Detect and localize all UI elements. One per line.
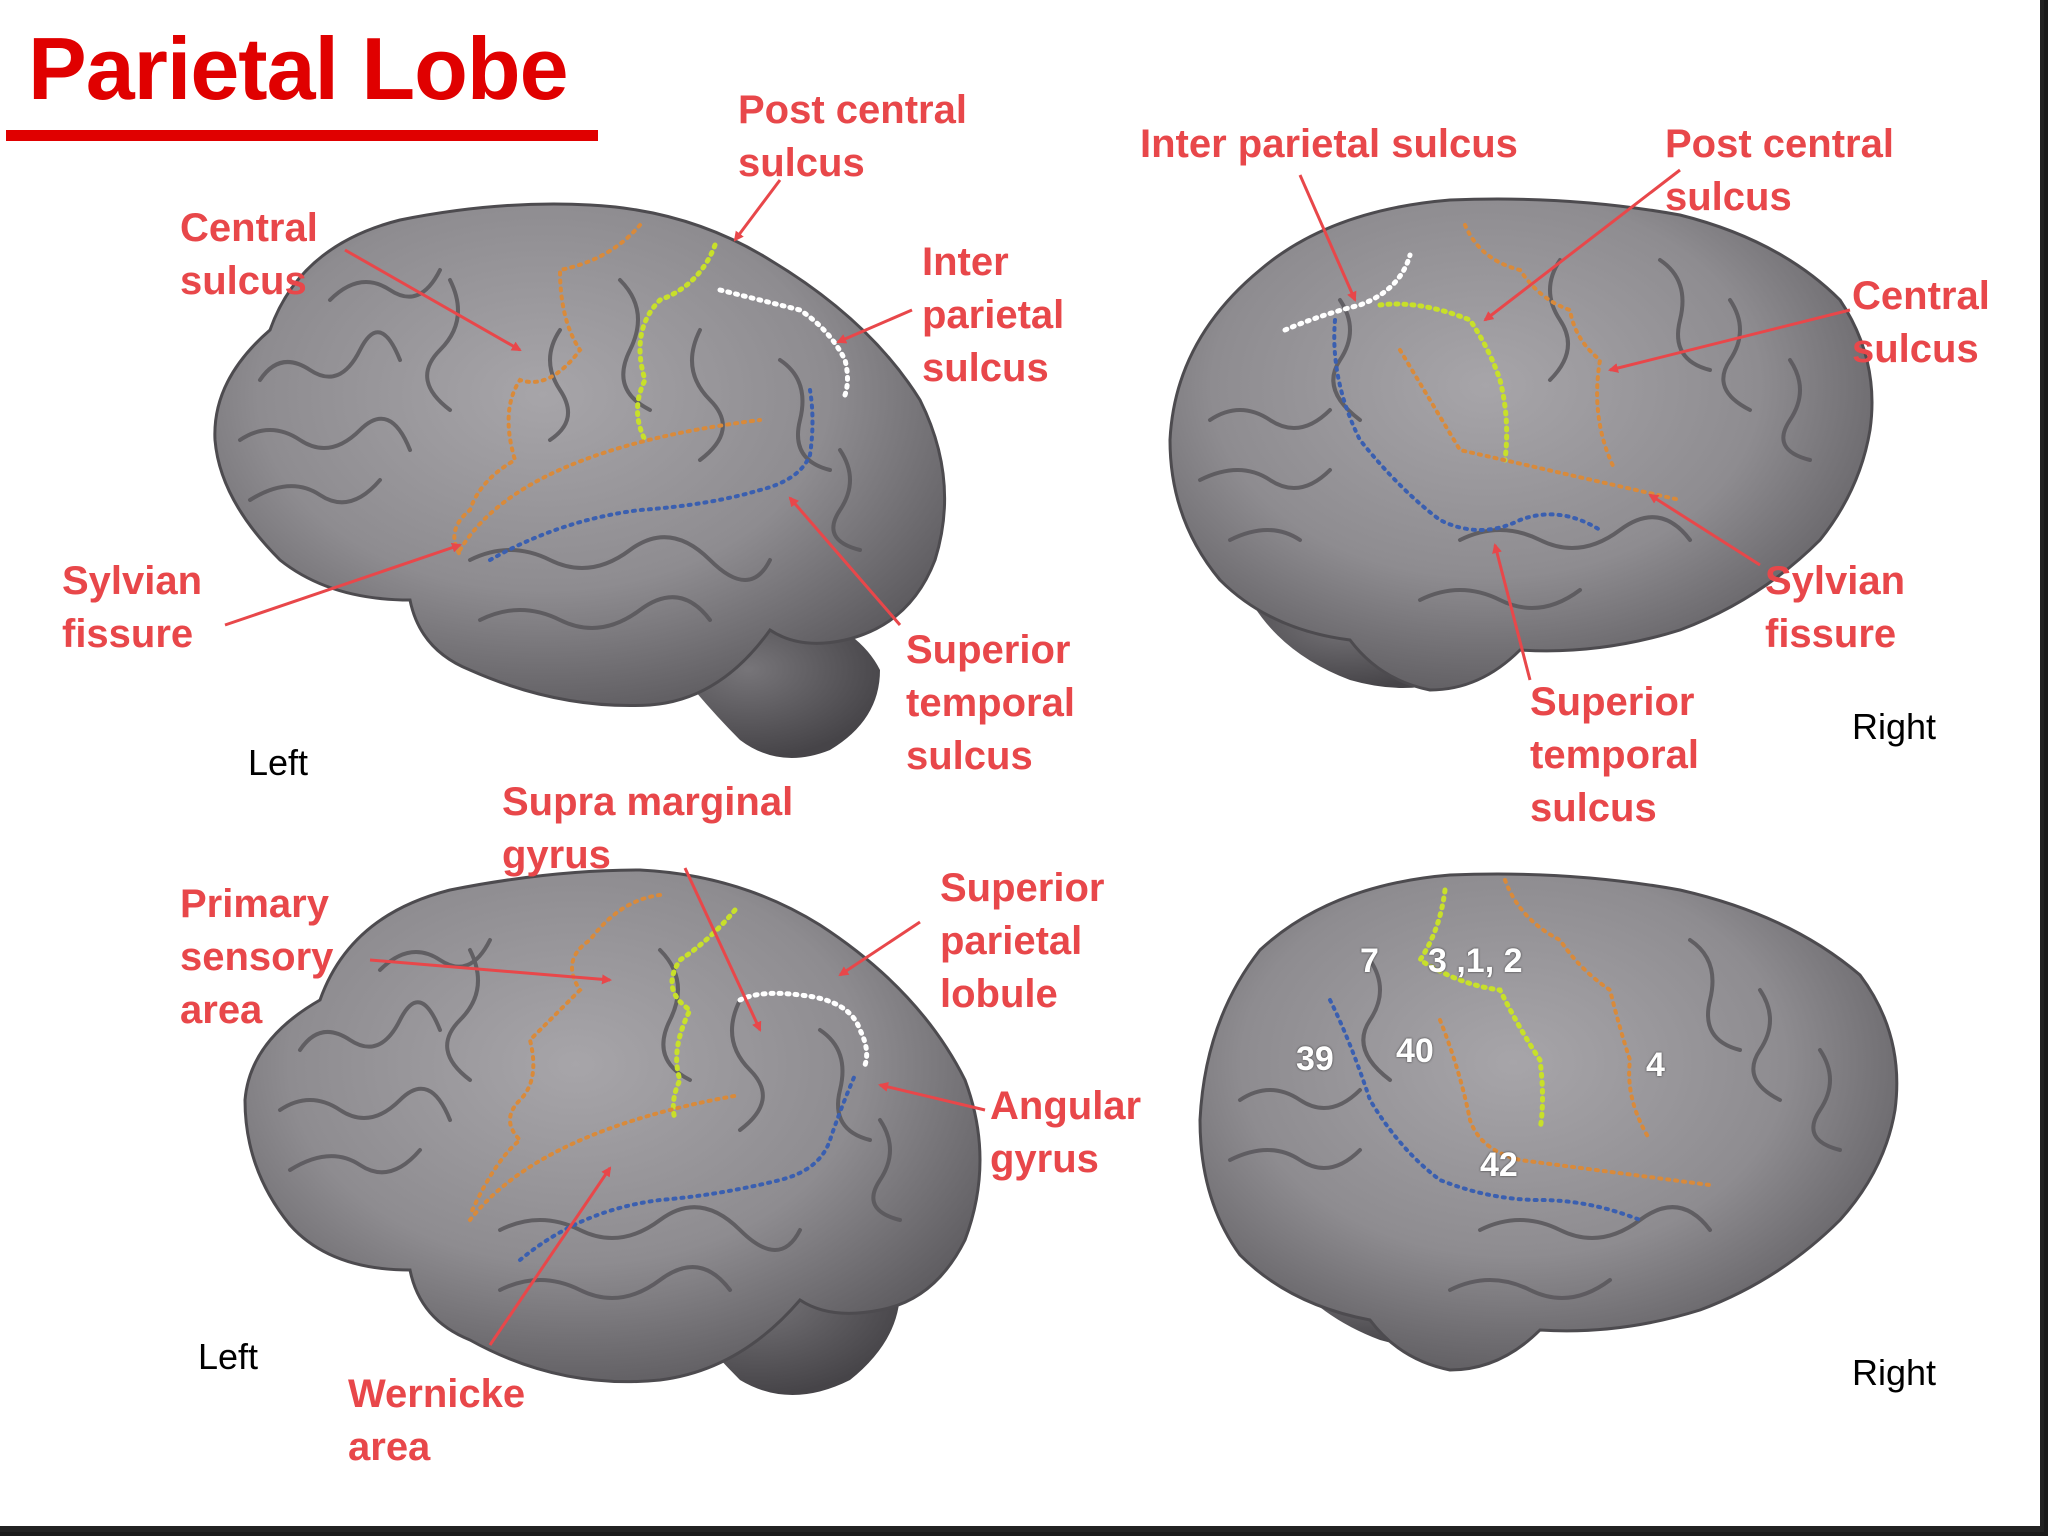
label-post-central-sulcus-tr: Post central sulcus xyxy=(1665,122,1894,219)
brodmann-3-1-2: 3 ,1, 2 xyxy=(1428,942,1523,980)
brain-bottom-right xyxy=(1198,872,1899,1372)
title-underline xyxy=(6,130,598,141)
brodmann-42: 42 xyxy=(1480,1146,1518,1184)
page-title: Parietal Lobe xyxy=(28,19,569,118)
label-sylvian-fissure-tr: Sylvian fissure xyxy=(1765,559,1906,656)
label-post-central-sulcus-tl: Post central sulcus xyxy=(738,88,967,185)
side-label-br: Right xyxy=(1852,1352,1937,1393)
brain-top-left xyxy=(213,179,947,758)
label-superior-temporal-sulcus-tl: Superior temporal sulcus xyxy=(906,628,1075,778)
label-superior-temporal-sulcus-tr: Superior temporal sulcus xyxy=(1530,680,1699,830)
label-superior-parietal-lobule: Superior parietal lobule xyxy=(940,866,1105,1016)
label-angular-gyrus: Angular gyrus xyxy=(990,1084,1142,1181)
brodmann-40: 40 xyxy=(1396,1032,1434,1070)
label-supra-marginal-gyrus: Supra marginal gyrus xyxy=(502,780,794,877)
label-inter-parietal-sulcus-tl: Inter parietal sulcus xyxy=(922,240,1065,390)
brain-top-right xyxy=(1168,168,1874,692)
label-central-sulcus-tr: Central sulcus xyxy=(1852,274,1990,371)
label-primary-sensory-area: Primary sensory area xyxy=(180,882,334,1032)
side-label-bl: Left xyxy=(198,1336,259,1377)
side-label-tl: Left xyxy=(248,742,309,783)
brain-bottom-left xyxy=(243,867,986,1395)
brodmann-7: 7 xyxy=(1360,942,1379,980)
label-wernicke-area: Wernicke area xyxy=(348,1372,526,1469)
label-inter-parietal-sulcus-tr: Inter parietal sulcus xyxy=(1140,122,1518,166)
brodmann-39: 39 xyxy=(1296,1040,1334,1078)
brodmann-4: 4 xyxy=(1646,1046,1665,1084)
side-label-tr: Right xyxy=(1852,706,1937,747)
label-sylvian-fissure-tl: Sylvian fissure xyxy=(62,559,203,656)
label-central-sulcus-tl: Central sulcus xyxy=(180,206,318,303)
